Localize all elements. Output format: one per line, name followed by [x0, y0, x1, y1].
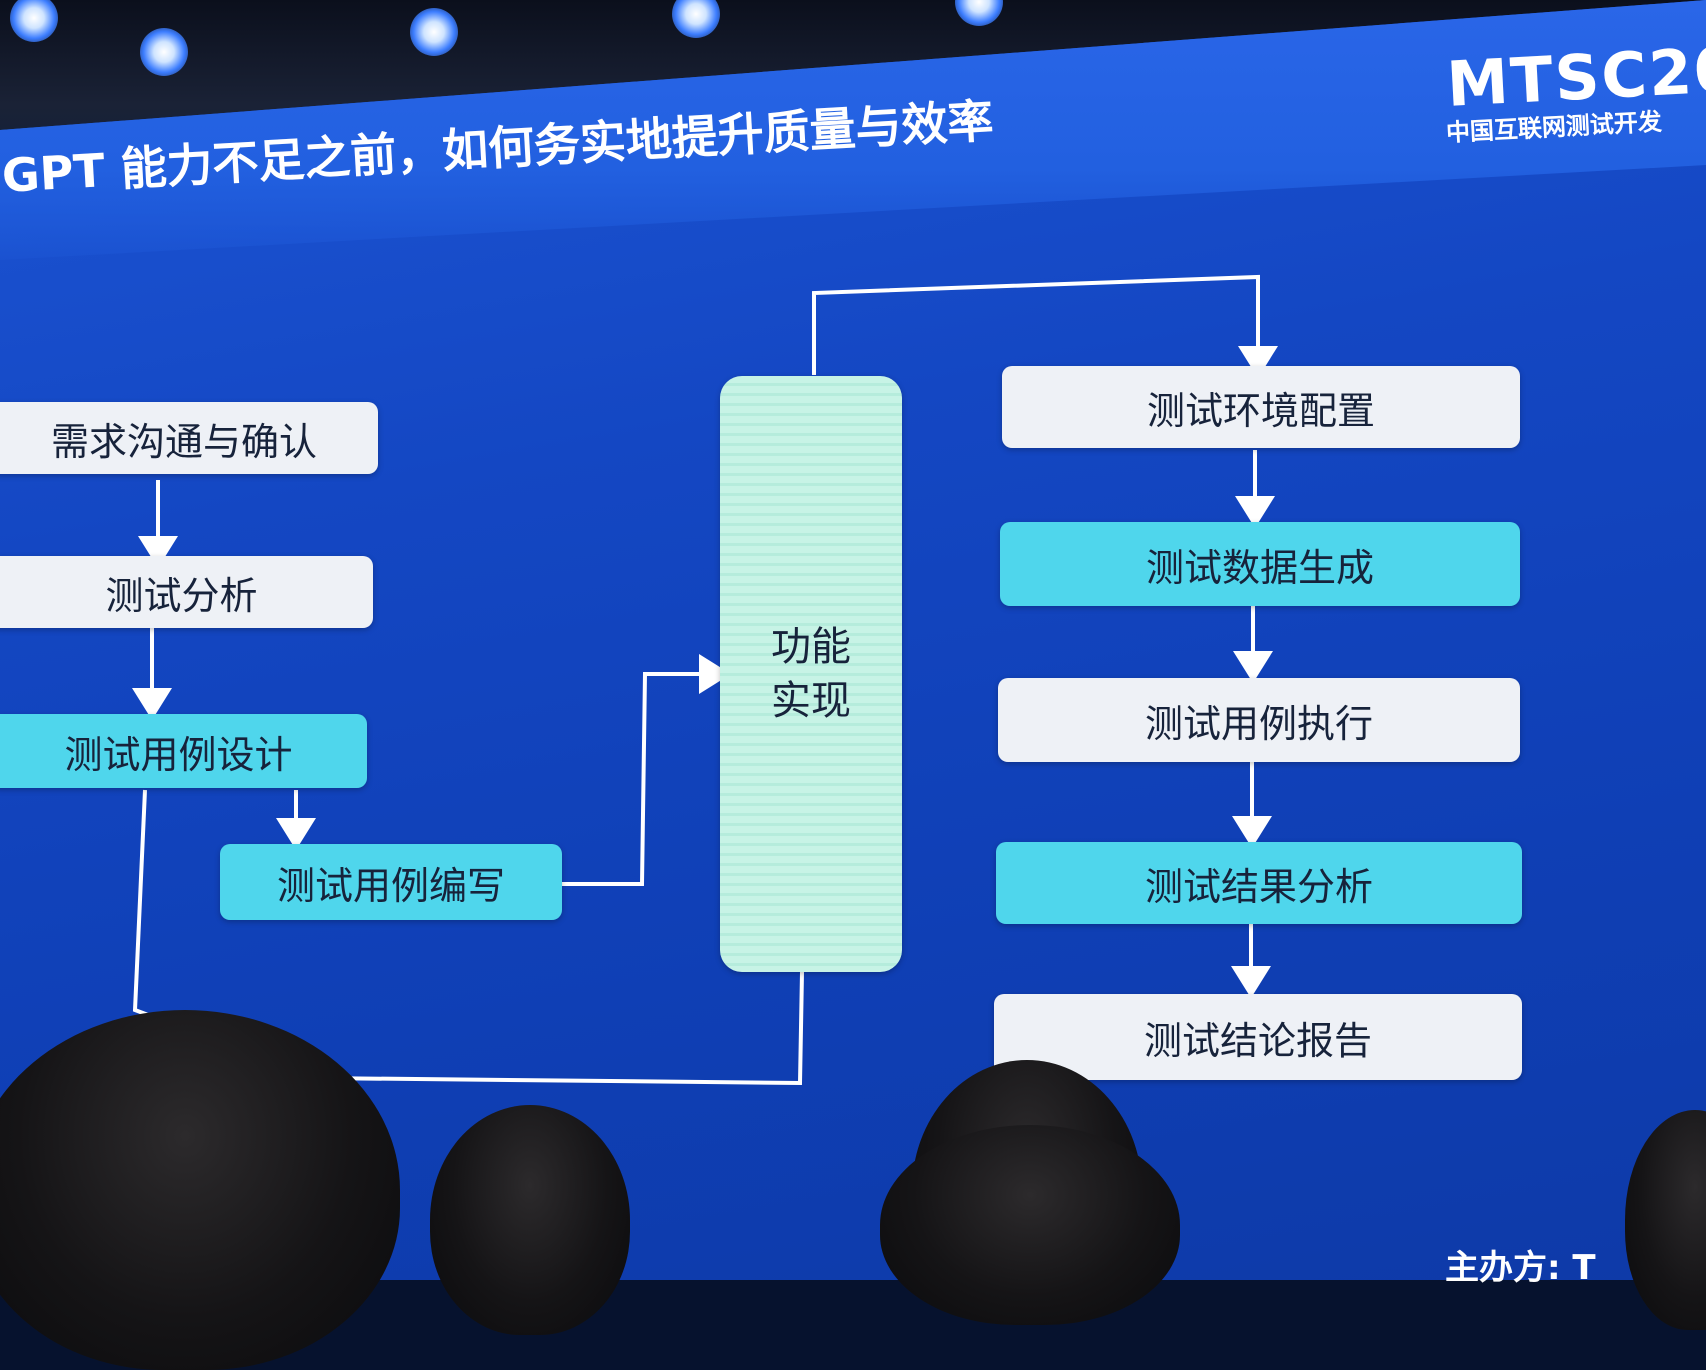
node-label: 测试数据生成 [1145, 545, 1374, 590]
organizer-label: 主办方: T [1445, 1248, 1596, 1288]
node-test-result-analysis: 测试结果分析 [996, 842, 1522, 924]
node-test-analysis: 测试分析 [0, 556, 373, 628]
arrow-implementation-to-env [812, 274, 1278, 378]
node-label: 测试结论报告 [1143, 1018, 1372, 1063]
node-label-line-1: 功能 [771, 624, 851, 670]
node-label: 测试环境配置 [1146, 388, 1375, 433]
node-label: 测试结果分析 [1144, 864, 1373, 909]
audience-head-2 [430, 1105, 630, 1335]
stage-light-2 [140, 28, 188, 76]
node-test-conclusion-report: 测试结论报告 [994, 994, 1522, 1080]
node-test-env-config: 测试环境配置 [1002, 366, 1520, 448]
node-feature-implementation: 功能 实现 [720, 376, 902, 972]
arrow-writing-to-implementation [562, 654, 731, 886]
node-test-case-writing: 测试用例编写 [220, 844, 562, 920]
node-test-data-generation: 测试数据生成 [1000, 522, 1520, 606]
stage-light-3 [410, 8, 458, 56]
node-label: 需求沟通与确认 [50, 419, 317, 464]
node-label-line-2: 实现 [771, 678, 851, 724]
stage-light-4 [672, 0, 720, 38]
node-label: 测试用例执行 [1144, 701, 1373, 746]
node-test-case-execution: 测试用例执行 [998, 678, 1520, 762]
node-label: 测试用例编写 [276, 863, 505, 908]
node-test-case-design: 测试用例设计 [0, 714, 367, 788]
stage-light-1 [10, 0, 58, 42]
node-requirements-confirmation: 需求沟通与确认 [0, 402, 378, 474]
node-label: 测试分析 [105, 573, 258, 618]
node-label: 测试用例设计 [64, 732, 293, 777]
audience-head-4 [880, 1125, 1180, 1325]
